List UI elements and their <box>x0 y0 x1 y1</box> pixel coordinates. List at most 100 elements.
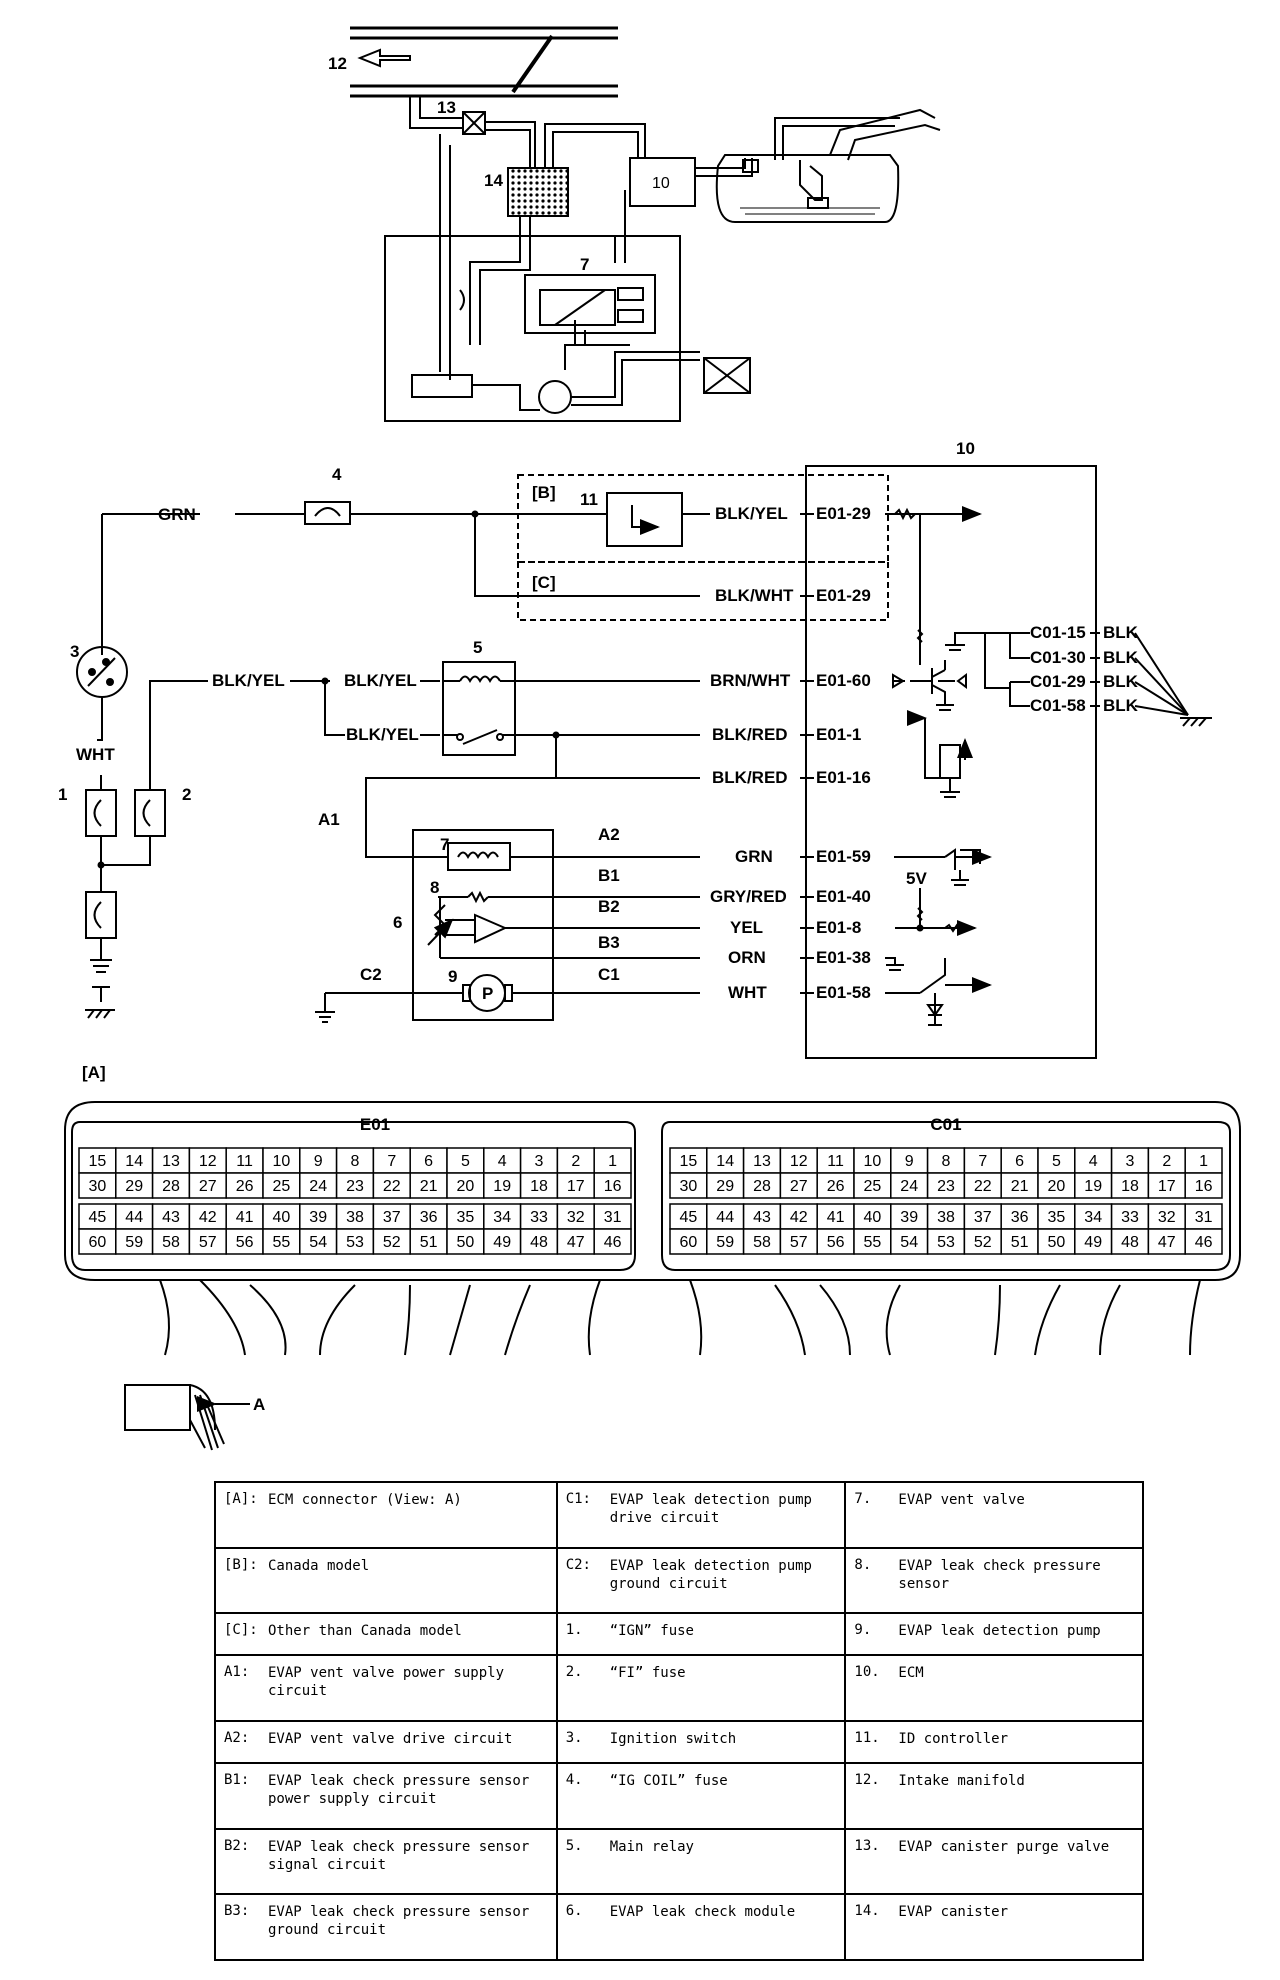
label-c: [C] <box>532 573 556 592</box>
connector-pin-cell <box>188 1228 227 1255</box>
connector-pin-number: 14 <box>125 1153 143 1170</box>
connector-pin-number: 25 <box>864 1178 882 1195</box>
connector-pin-number: 47 <box>1158 1234 1176 1251</box>
legend-description: ECM connector (View: A) <box>268 1492 462 1508</box>
legend-row: B2:EVAP leak check pressure sensor signa… <box>214 1827 1144 1896</box>
label-2: 2 <box>182 785 191 804</box>
connector-pin-number: 7 <box>978 1153 987 1170</box>
wire-blkwht-c: BLK/WHT <box>715 586 794 605</box>
connector-pin-cell <box>78 1228 117 1255</box>
legend-cell: B3:EVAP leak check pressure sensor groun… <box>214 1893 558 1961</box>
connector-pin-number: 5 <box>461 1153 470 1170</box>
connector-pin-cell <box>556 1172 595 1199</box>
wire-brnwht: BRN/WHT <box>710 671 791 690</box>
connector-pin-number: 34 <box>1084 1209 1102 1226</box>
legend-code: 11. <box>854 1729 880 1746</box>
connector-pin-cell <box>963 1147 1002 1174</box>
connector-pin-number: 2 <box>1162 1153 1171 1170</box>
connector-pin-number: 33 <box>530 1209 548 1226</box>
connector-pin-cell <box>1147 1147 1186 1174</box>
connector-pin-number: 40 <box>864 1209 882 1226</box>
connector-pin-number: 29 <box>125 1178 143 1195</box>
label-13: 13 <box>437 98 456 117</box>
connector-pin-number: 51 <box>420 1234 438 1251</box>
legend-description: EVAP leak check pressure sensor power su… <box>268 1773 530 1807</box>
evap-system-schematic <box>350 26 941 422</box>
connector-pin-cell <box>1000 1172 1039 1199</box>
legend-code: 3. <box>565 1729 583 1746</box>
wire-blkyel-3: BLK/YEL <box>346 725 419 744</box>
connector-e01-title: E01 <box>360 1115 390 1134</box>
connector-pin-number: 48 <box>530 1234 548 1251</box>
wire-blkyel-b: BLK/YEL <box>715 504 788 523</box>
wire-blk-1: BLK <box>1103 623 1139 642</box>
connector-pin-number: 26 <box>827 1178 845 1195</box>
label-5v: 5V <box>906 869 927 888</box>
label-6: 6 <box>393 913 402 932</box>
legend-code: 13. <box>854 1837 880 1854</box>
label-a2: A2 <box>598 825 620 844</box>
connector-pin-number: 38 <box>937 1209 955 1226</box>
connector-pin-cell <box>963 1228 1002 1255</box>
wire-orn: ORN <box>728 948 766 967</box>
connector-pin-number: 41 <box>827 1209 845 1226</box>
connector-pin-number: 55 <box>864 1234 882 1251</box>
wire-wht: WHT <box>76 745 115 764</box>
wire-yel: YEL <box>730 918 763 937</box>
connector-pin-number: 16 <box>604 1178 622 1195</box>
wire-blkyel-1: BLK/YEL <box>212 671 285 690</box>
connector-pin-cell <box>335 1228 375 1255</box>
connector-pin-number: 18 <box>530 1178 548 1195</box>
label-7: 7 <box>440 835 449 854</box>
connector-pin-number: 2 <box>571 1153 580 1170</box>
legend-cell: 5.Main relay <box>555 1827 847 1896</box>
connector-pin-number: 23 <box>346 1178 364 1195</box>
legend-code: C2: <box>565 1556 591 1573</box>
connector-pin-number: 45 <box>680 1209 698 1226</box>
connector-pin-number: 44 <box>125 1209 143 1226</box>
connector-pin-cell <box>483 1228 522 1255</box>
connector-pin-number: 21 <box>420 1178 438 1195</box>
connector-pin-number: 15 <box>680 1153 698 1170</box>
term-c01-29: C01-29 <box>1030 672 1086 691</box>
connector-pin-number: 46 <box>1195 1234 1213 1251</box>
label-a1: A1 <box>318 810 340 829</box>
connector-pin-cell <box>1000 1228 1039 1255</box>
legend-code: 6. <box>565 1903 583 1920</box>
connector-pin-number: 37 <box>383 1209 401 1226</box>
legend-code: 5. <box>565 1837 583 1854</box>
connector-pin-number: 54 <box>309 1234 327 1251</box>
legend-code: 4. <box>565 1772 583 1788</box>
legend-code: 2. <box>565 1664 583 1681</box>
connector-pin-number: 24 <box>309 1178 327 1195</box>
connector-pin-number: 32 <box>1158 1209 1176 1226</box>
connector-pin-cell <box>816 1228 855 1255</box>
connector-pin-number: 30 <box>680 1178 698 1195</box>
legend-description: EVAP leak detection pump <box>898 1623 1101 1640</box>
legend-code: A2: <box>224 1729 250 1746</box>
connector-pin-number: 39 <box>900 1209 918 1226</box>
legend-code: 9. <box>854 1622 872 1639</box>
connector-pin-number: 35 <box>1048 1209 1066 1226</box>
connector-pin-number: 52 <box>383 1234 401 1251</box>
term-e01-29-b: E01-29 <box>816 504 871 523</box>
connector-pin-number: 13 <box>162 1153 180 1170</box>
connector-pin-number: 43 <box>753 1209 771 1226</box>
legend-description: “IGN” fuse <box>609 1623 694 1640</box>
connector-pin-number: 44 <box>716 1209 734 1226</box>
legend-code: 14. <box>854 1903 880 1920</box>
connector-pin-number: 45 <box>89 1209 107 1226</box>
legend-cell: 7.EVAP vent valve <box>844 1481 1144 1549</box>
connector-pin-cell <box>742 1172 782 1199</box>
connector-pin-cell <box>706 1172 745 1199</box>
legend-description: EVAP canister <box>898 1904 1008 1921</box>
connector-pin-number: 42 <box>199 1209 217 1226</box>
connector-pin-number: 22 <box>383 1178 401 1195</box>
connector-pin-number: 17 <box>567 1178 585 1195</box>
connector-pin-number: 27 <box>790 1178 808 1195</box>
connector-pin-cell <box>1074 1228 1113 1255</box>
wire-blkred-2: BLK/RED <box>712 768 788 787</box>
legend-description: Intake manifold <box>898 1773 1025 1789</box>
